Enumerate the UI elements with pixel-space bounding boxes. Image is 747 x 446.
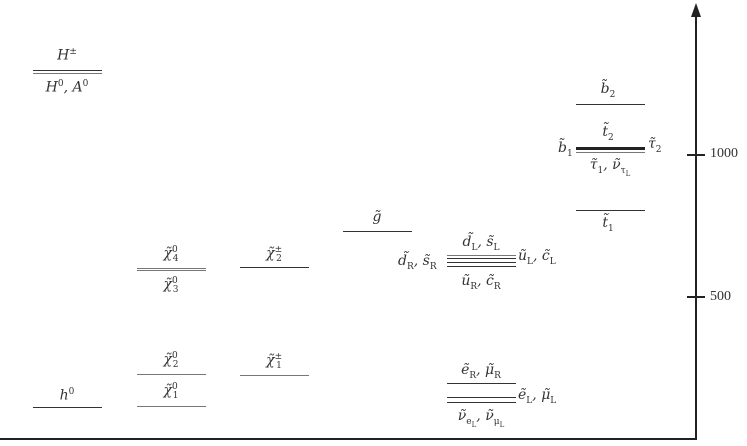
label-neutralino-2: χ̃02: [163, 351, 179, 371]
axis-arrow-icon: [691, 3, 701, 17]
level-squark-uL-cL: [447, 258, 516, 259]
mass-axis: [695, 10, 697, 440]
label-stau-1-sneutrino-tau: τ̃1, ν̃τL: [589, 157, 631, 178]
label-h-charged: H±: [57, 47, 77, 64]
label-chargino-2: χ̃±2: [266, 245, 283, 265]
label-sbottom-1: b̃1: [558, 140, 573, 159]
level-stau-1-sneutrino-tau: [576, 152, 645, 153]
level-squark-dR-sR: [447, 262, 516, 263]
label-squark-dR-sR: d̃R, s̃R: [398, 253, 437, 272]
level-stop-1: [576, 210, 645, 211]
level-neutralino-1: [137, 406, 206, 407]
label-h0-a0: H0, A0: [45, 79, 89, 96]
label-h0-light: h0: [59, 387, 75, 404]
level-h0-light: [33, 407, 102, 408]
label-neutralino-3: χ̃03: [163, 276, 179, 296]
level-stop-2-sbottom-1: [576, 147, 645, 150]
level-neutralino-2: [137, 374, 206, 375]
level-slepton-eL-muL: [447, 397, 516, 398]
tick-label-1000: 1000: [710, 146, 738, 161]
label-squark-uR-cR: ũR, c̃R: [461, 273, 501, 292]
label-stau-2: τ̃2: [648, 136, 662, 155]
level-chargino-2: [240, 267, 309, 268]
level-chargino-1: [240, 375, 309, 376]
label-slepton-eR-muR: ẽR, μ̃R: [461, 362, 501, 381]
label-sbottom-2: b̃2: [600, 81, 616, 100]
level-neutralino-3: [137, 270, 206, 271]
label-gluino: g̃: [372, 209, 382, 225]
level-h-charged: [33, 70, 102, 71]
label-slepton-eL-muL: ẽL, μ̃L: [518, 387, 557, 406]
level-squark-uR-cR: [447, 266, 516, 267]
level-squark-dL-sL: [447, 255, 516, 256]
label-stop-2: t̃2: [602, 124, 614, 143]
tick-label-500: 500: [710, 289, 731, 304]
label-neutralino-1: χ̃01: [163, 382, 179, 402]
label-sneutrino-e-mu: ν̃eL, ν̃μL: [457, 408, 505, 429]
level-sbottom-2: [576, 104, 645, 105]
baseline-axis: [0, 438, 697, 440]
level-h0-a0: [33, 73, 102, 74]
label-neutralino-4: χ̃04: [163, 245, 179, 265]
level-neutralino-4: [137, 268, 206, 269]
level-slepton-eR-muR: [447, 383, 516, 384]
label-squark-dL-sL: d̃L, s̃L: [462, 234, 500, 253]
level-gluino: [343, 231, 412, 232]
label-chargino-1: χ̃±1: [266, 352, 283, 372]
label-stop-1: t̃1: [602, 215, 614, 234]
tick-500: [687, 296, 705, 298]
level-sneutrino-e-mu: [447, 402, 516, 403]
label-squark-uL-cL: ũL, c̃L: [518, 248, 556, 267]
tick-1000: [687, 154, 705, 156]
